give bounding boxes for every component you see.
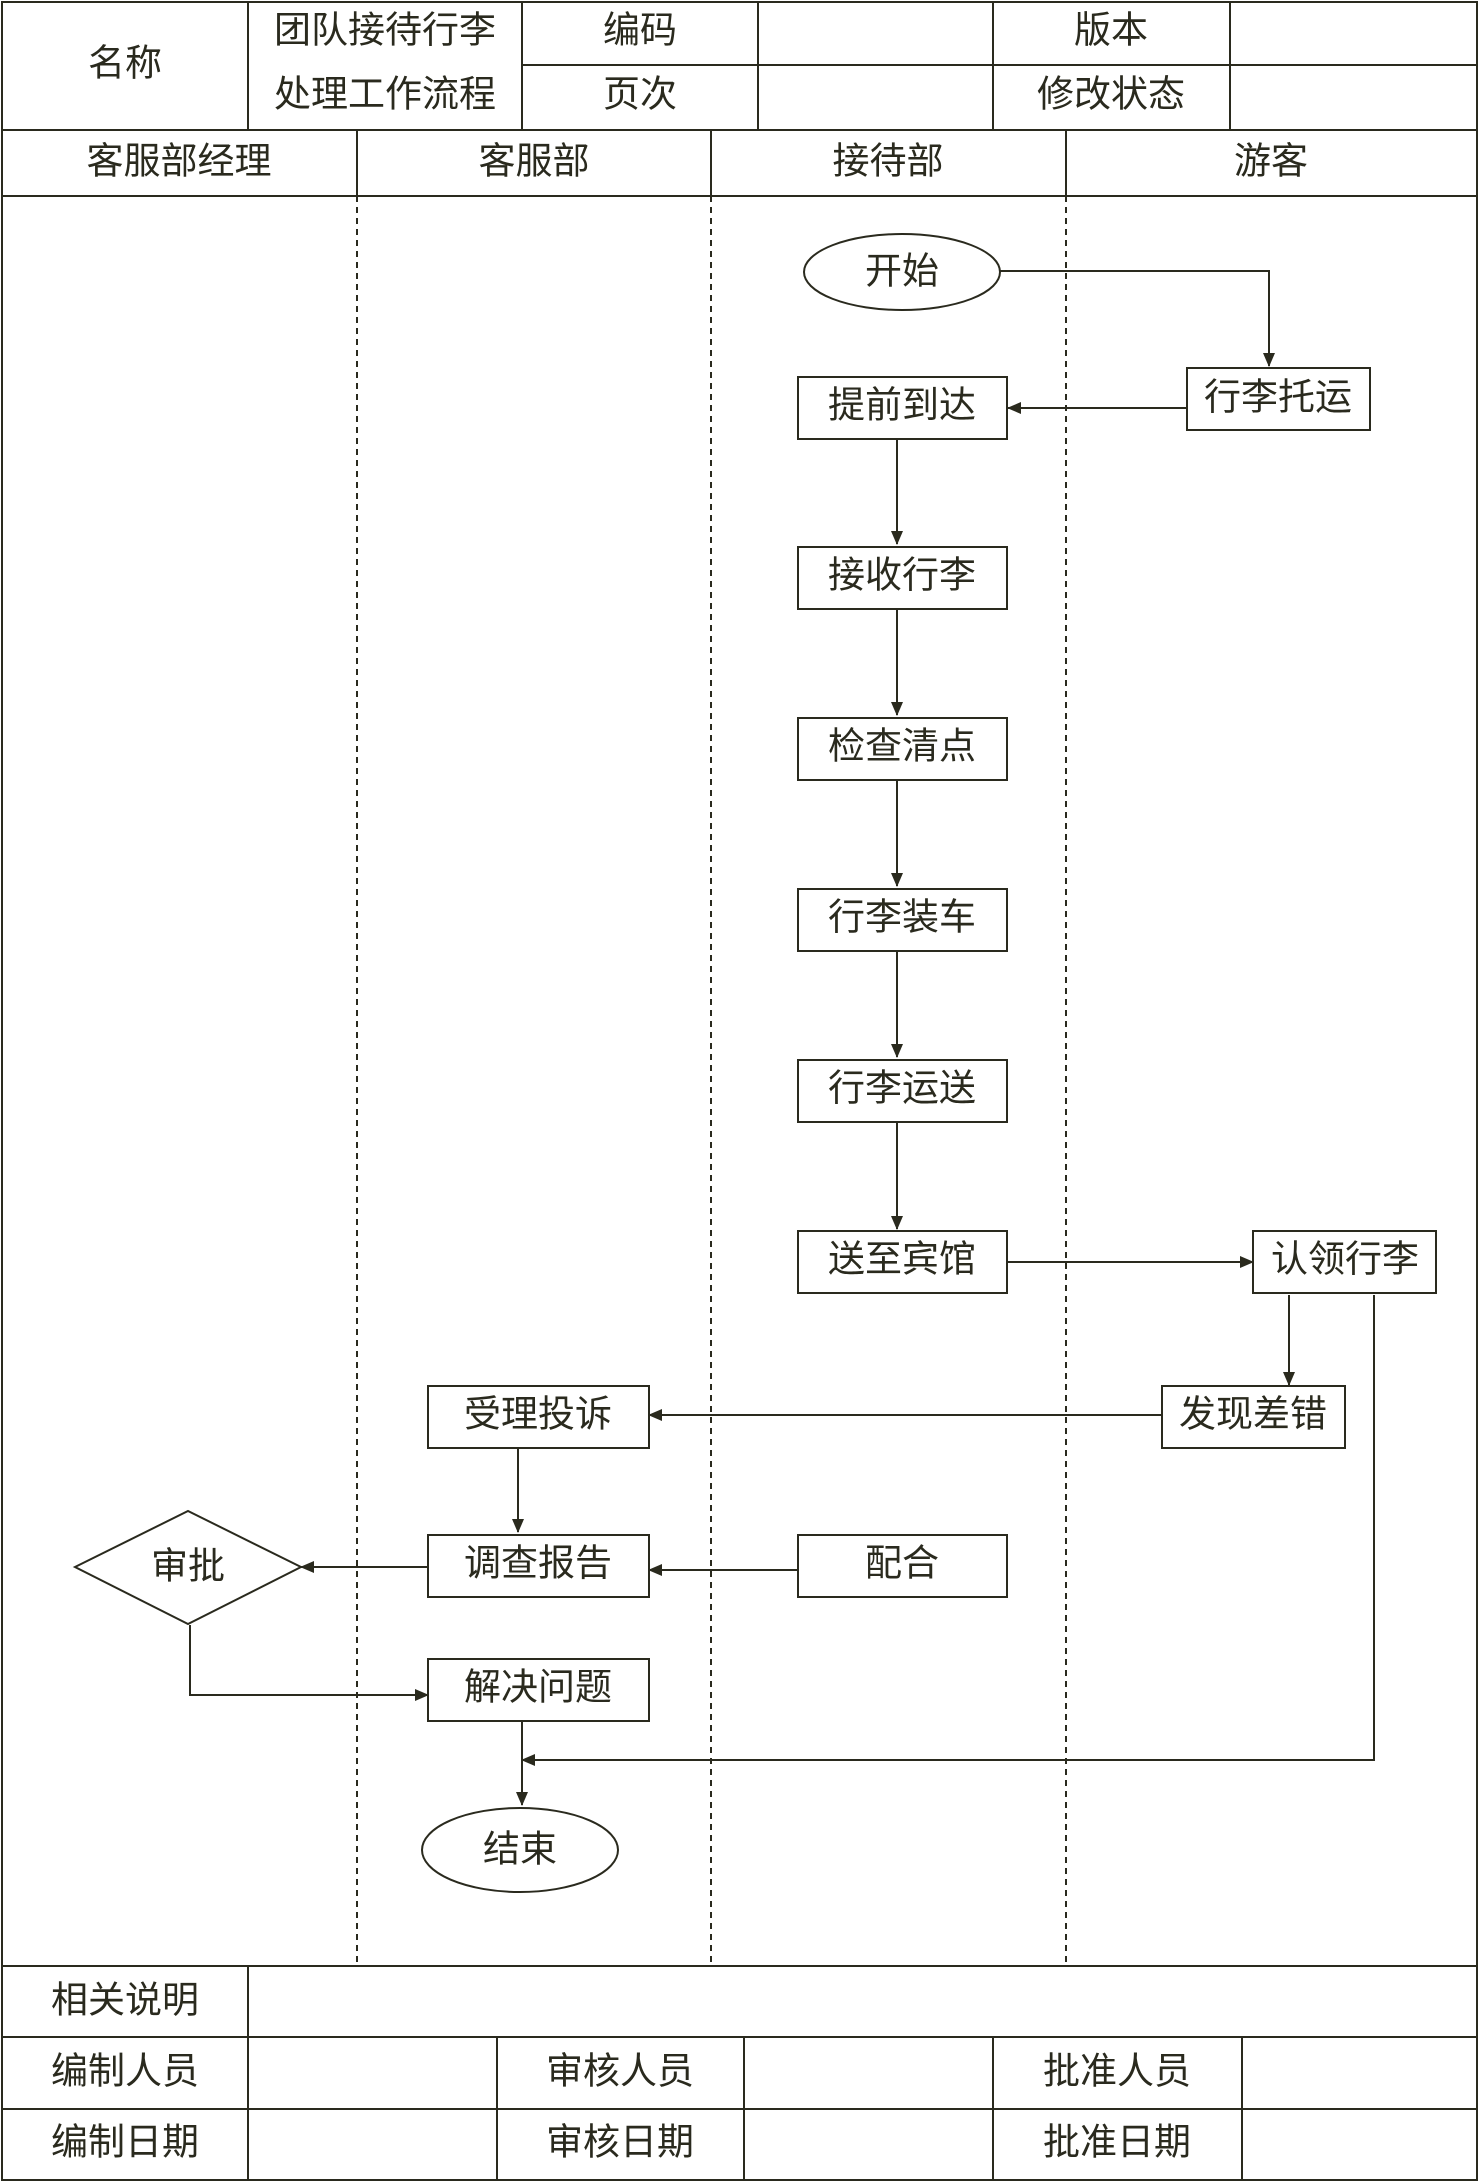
approved-date-label: 批准日期 (1043, 2121, 1191, 2164)
svg-text:发现差错: 发现差错 (1179, 1393, 1327, 1436)
lane-header-tourist: 游客 (1234, 140, 1308, 183)
page-label: 页次 (603, 73, 677, 116)
flow-title-line1: 团队接待行李 (274, 9, 496, 52)
svg-text:行李装车: 行李装车 (828, 896, 976, 939)
lane-dividers (356, 196, 1067, 1966)
edge-claim-resolve (521, 1295, 1375, 1766)
svg-text:检查清点: 检查清点 (828, 725, 976, 768)
node-approve: 审批 (72, 1509, 304, 1626)
svg-text:送至宾馆: 送至宾馆 (828, 1238, 976, 1281)
svg-text:调查报告: 调查报告 (464, 1542, 612, 1585)
node-load-luggage: 行李装车 (797, 888, 1008, 952)
svg-text:受理投诉: 受理投诉 (464, 1393, 612, 1436)
flow-title-line2: 处理工作流程 (274, 73, 496, 116)
svg-text:解决问题: 解决问题 (464, 1666, 612, 1709)
svg-text:结束: 结束 (483, 1828, 557, 1871)
node-end: 结束 (421, 1807, 619, 1893)
lane-header-reception: 接待部 (833, 140, 944, 183)
node-receive-luggage: 接收行李 (797, 546, 1008, 610)
revision-label: 修改状态 (1037, 73, 1185, 116)
edge-approve-resolve (189, 1625, 429, 1701)
notes-label: 相关说明 (51, 1979, 199, 2022)
connectors (189, 270, 1375, 1806)
name-label: 名称 (88, 42, 162, 85)
svg-text:认领行李: 认领行李 (1271, 1238, 1419, 1281)
lane-header-cs-manager: 客服部经理 (87, 140, 272, 183)
approved-by-label: 批准人员 (1043, 2050, 1191, 2093)
reviewed-by-label: 审核人员 (546, 2050, 694, 2093)
svg-text:行李运送: 行李运送 (828, 1067, 976, 1110)
node-resolve-issue: 解决问题 (427, 1658, 650, 1722)
version-label: 版本 (1074, 9, 1148, 52)
prepared-by-label: 编制人员 (51, 2050, 199, 2093)
node-claim-luggage: 认领行李 (1252, 1230, 1437, 1294)
node-find-error: 发现差错 (1161, 1385, 1346, 1449)
prepared-date-label: 编制日期 (51, 2121, 199, 2164)
code-label: 编码 (603, 9, 677, 52)
node-accept-complaint: 受理投诉 (427, 1385, 650, 1449)
node-luggage-checkin: 行李托运 (1186, 367, 1371, 431)
node-investigate-report: 调查报告 (427, 1534, 650, 1598)
svg-text:配合: 配合 (865, 1542, 939, 1585)
svg-text:提前到达: 提前到达 (828, 384, 976, 427)
reviewed-date-label: 审核日期 (546, 2121, 694, 2164)
edge-start-checkin (1000, 270, 1275, 367)
svg-text:审批: 审批 (151, 1545, 225, 1588)
lane-header-cs-dept: 客服部 (479, 140, 590, 183)
node-deliver-hotel: 送至宾馆 (797, 1230, 1008, 1294)
node-transport-luggage: 行李运送 (797, 1059, 1008, 1123)
node-start: 开始 (803, 233, 1001, 311)
svg-text:接收行李: 接收行李 (828, 554, 976, 597)
node-arrive-early: 提前到达 (797, 376, 1008, 440)
svg-text:开始: 开始 (865, 250, 939, 293)
node-check-count: 检查清点 (797, 717, 1008, 781)
svg-text:行李托运: 行李托运 (1204, 376, 1352, 419)
node-cooperate: 配合 (797, 1534, 1008, 1598)
